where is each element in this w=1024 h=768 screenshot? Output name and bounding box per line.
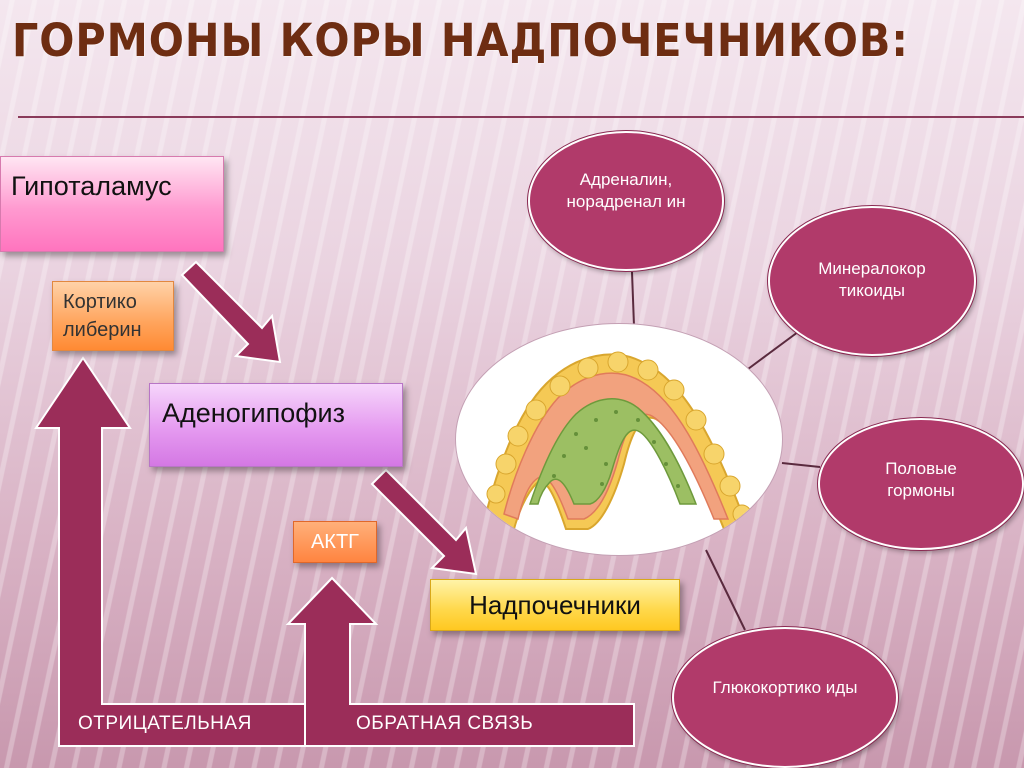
hormone-glucocorticoids: Глюкокортико иды [672,627,898,768]
hormone-mineralocorticoids-label: Минералокор тикоиды [818,259,926,300]
feedback-label-negative: ОТРИЦАТЕЛЬНАЯ [78,713,252,734]
page-title: ГОРМОНЫ КОРЫ НАДПОЧЕЧНИКОВ: [12,14,909,67]
connector-glucocorticoids [705,549,746,631]
adrenal-glands-box: Надпочечники [430,579,680,631]
hypothalamus-box: Гипоталамус [0,156,224,252]
hypothalamus-label: Гипоталамус [11,171,172,201]
feedback-label-feedback: ОБРАТНАЯ СВЯЗЬ [356,713,534,734]
connector-adrenaline [631,271,635,327]
adenohypophysis-label: Аденогипофиз [162,398,345,428]
corticoliberin-label: Кортико либерин [63,288,142,344]
hormone-adrenaline-label: Адреналин, норадренал ин [566,170,686,211]
hormone-sex-hormones: Половые гормоны [818,418,1024,550]
adrenal-gland-icon [484,351,757,531]
actg-box: АКТГ [293,521,377,563]
corticoliberin-label-line1: Кортико [63,291,137,313]
connector-sex-hormones [781,462,821,468]
arrow-hypothalamus-to-adenohypophysis [180,260,282,364]
adrenal-gland-image [455,323,783,556]
adrenal-glands-label: Надпочечники [469,589,641,620]
connector-mineralocorticoids [743,328,803,373]
adenohypophysis-box: Аденогипофиз [149,383,403,467]
hormone-adrenaline: Адреналин, норадренал ин [528,131,724,271]
actg-label: АКТГ [310,530,360,553]
hormone-mineralocorticoids: Минералокор тикоиды [768,206,976,356]
arrow-adenohypophysis-to-adrenals [370,468,478,576]
hormone-sex-hormones-label: Половые гормоны [885,459,957,500]
corticoliberin-label-line2: либерин [63,319,142,341]
title-divider [18,116,1024,118]
hormone-glucocorticoids-label: Глюкокортико иды [712,678,858,697]
feedback-arrow-right [285,576,635,747]
corticoliberin-box: Кортико либерин [52,281,174,351]
